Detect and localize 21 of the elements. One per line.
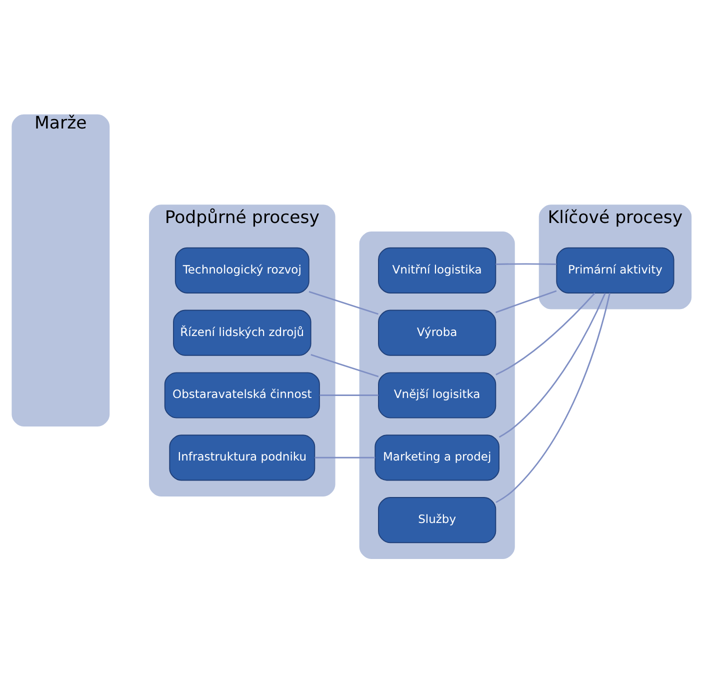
- node-box: Marketing a prodej: [374, 434, 500, 481]
- node-box: Infrastruktura podniku: [169, 434, 316, 481]
- connector: [498, 292, 606, 438]
- cluster: [359, 232, 515, 559]
- node-box: Marže: [12, 114, 110, 426]
- node-box: Služby: [378, 497, 496, 544]
- connector: [496, 290, 557, 314]
- node-box: Primární aktivity: [556, 247, 674, 294]
- connector: [496, 292, 596, 376]
- connector: [310, 354, 379, 378]
- node-box: Výroba: [378, 310, 496, 356]
- node-box: Řízení lidských zdrojů: [173, 310, 312, 356]
- connector: [496, 263, 556, 265]
- connector: [496, 293, 610, 504]
- connector: [308, 291, 378, 315]
- connector: [320, 394, 378, 396]
- node-box: Obstaravatelská činnost: [164, 372, 320, 418]
- node-box: Vnější logisitka: [378, 372, 496, 418]
- node-box: Technologický rozvoj: [174, 247, 310, 294]
- node-box: Vnitřní logistika: [378, 247, 496, 294]
- connector: [314, 456, 376, 458]
